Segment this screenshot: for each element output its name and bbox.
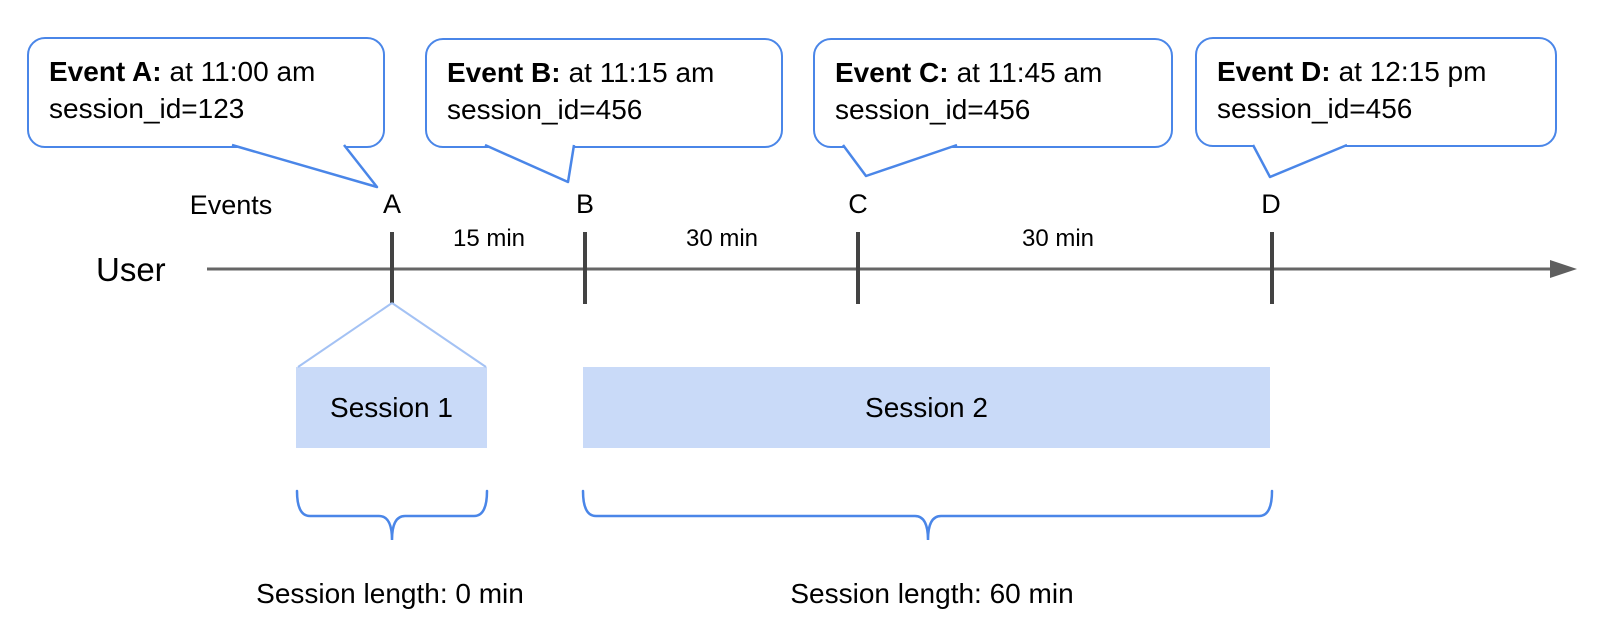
event-bubble-a: Event A:at 11:00 am session_id=123 xyxy=(27,37,385,148)
bubble-a-time: at 11:00 am xyxy=(169,56,316,87)
bubble-tail-a xyxy=(231,143,379,189)
bubble-tail-b xyxy=(484,143,576,184)
bubble-d-line1: Event D:at 12:15 pm xyxy=(1217,53,1545,90)
session1-label: Session 1 xyxy=(330,391,453,423)
bubble-b-time: at 11:15 am xyxy=(568,57,715,88)
interval-label-cd: 30 min xyxy=(1021,225,1095,252)
bubble-b-session-id: session_id=456 xyxy=(447,94,643,125)
session1-bar: Session 1 xyxy=(296,367,487,448)
bubble-d-title: Event D: xyxy=(1217,56,1331,87)
session2-bar: Session 2 xyxy=(583,367,1270,448)
interval-label-bc: 30 min xyxy=(685,225,759,252)
event-marker-b: B xyxy=(575,189,594,219)
bubble-tail-d xyxy=(1251,143,1348,179)
event-marker-a: A xyxy=(382,189,401,219)
interval-label-ab: 15 min xyxy=(452,225,526,252)
bubble-tail-c xyxy=(841,143,958,178)
bubble-d-time: at 12:15 pm xyxy=(1338,56,1487,87)
bubble-d-session-id: session_id=456 xyxy=(1217,93,1413,124)
bubble-c-session-id: session_id=456 xyxy=(835,94,1031,125)
session1-funnel-right-line xyxy=(391,302,487,368)
bubble-a-title: Event A: xyxy=(49,56,162,87)
timeline-arrowhead-icon xyxy=(1550,260,1577,278)
session2-brace xyxy=(581,489,1274,541)
bubble-c-title: Event C: xyxy=(835,57,949,88)
event-marker-d: D xyxy=(1261,189,1281,219)
bubble-a-session-id: session_id=123 xyxy=(49,93,245,124)
session2-label: Session 2 xyxy=(865,391,988,423)
session1-brace xyxy=(295,489,489,541)
event-marker-c: C xyxy=(848,189,868,219)
bubble-c-line1: Event C:at 11:45 am xyxy=(835,54,1161,91)
session1-length-label: Session length: 0 min xyxy=(256,578,524,609)
event-bubble-d: Event D:at 12:15 pm session_id=456 xyxy=(1195,37,1557,147)
event-bubble-c: Event C:at 11:45 am session_id=456 xyxy=(813,38,1173,148)
bubble-c-time: at 11:45 am xyxy=(956,57,1103,88)
bubble-a-line1: Event A:at 11:00 am xyxy=(49,53,373,90)
session1-funnel-left-line xyxy=(297,302,393,368)
bubble-b-title: Event B: xyxy=(447,57,561,88)
user-axis-label: User xyxy=(96,251,166,288)
bubble-b-line1: Event B:at 11:15 am xyxy=(447,54,771,91)
events-axis-label: Events xyxy=(189,190,273,220)
session2-length-label: Session length: 60 min xyxy=(790,578,1074,609)
event-bubble-b: Event B:at 11:15 am session_id=456 xyxy=(425,38,783,148)
